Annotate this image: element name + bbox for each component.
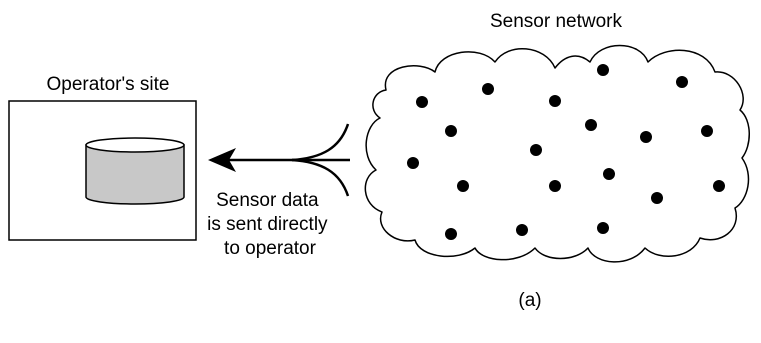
sensor-node <box>530 144 542 156</box>
database-top <box>85 137 185 153</box>
sensor-network-label: Sensor network <box>490 11 623 32</box>
sensor-node <box>549 95 561 107</box>
sensor-node <box>603 168 615 180</box>
arrow-caption-line-3: to operator <box>224 238 317 259</box>
sensor-network-cloud <box>364 44 750 263</box>
panel-label: (a) <box>518 290 541 311</box>
sensor-node <box>676 76 688 88</box>
sensor-node <box>516 224 528 236</box>
sensor-node <box>640 131 652 143</box>
arrow-caption-line-1: Sensor data <box>216 190 319 211</box>
arrow-caption: Sensor data is sent directly to operator <box>207 190 333 259</box>
arrow-branch-upper <box>291 123 350 162</box>
sensor-node <box>701 125 713 137</box>
sensor-node <box>416 96 428 108</box>
data-flow-arrow <box>223 123 350 197</box>
sensor-nodes <box>407 64 725 240</box>
sensor-node <box>585 119 597 131</box>
arrow-branch-lower <box>291 158 350 197</box>
database-icon <box>85 137 185 205</box>
arrow-head <box>208 148 236 172</box>
database-body <box>85 144 185 205</box>
operator-site-label: Operator's site <box>47 74 170 95</box>
sensor-node <box>651 192 663 204</box>
sensor-node <box>597 64 609 76</box>
sensor-node <box>445 125 457 137</box>
sensor-node <box>407 157 419 169</box>
sensor-node <box>597 222 609 234</box>
sensor-node <box>482 83 494 95</box>
arrow-caption-line-2: is sent directly <box>207 214 328 235</box>
sensor-node <box>713 180 725 192</box>
sensor-node <box>549 180 561 192</box>
sensor-node <box>457 180 469 192</box>
sensor-node <box>445 228 457 240</box>
